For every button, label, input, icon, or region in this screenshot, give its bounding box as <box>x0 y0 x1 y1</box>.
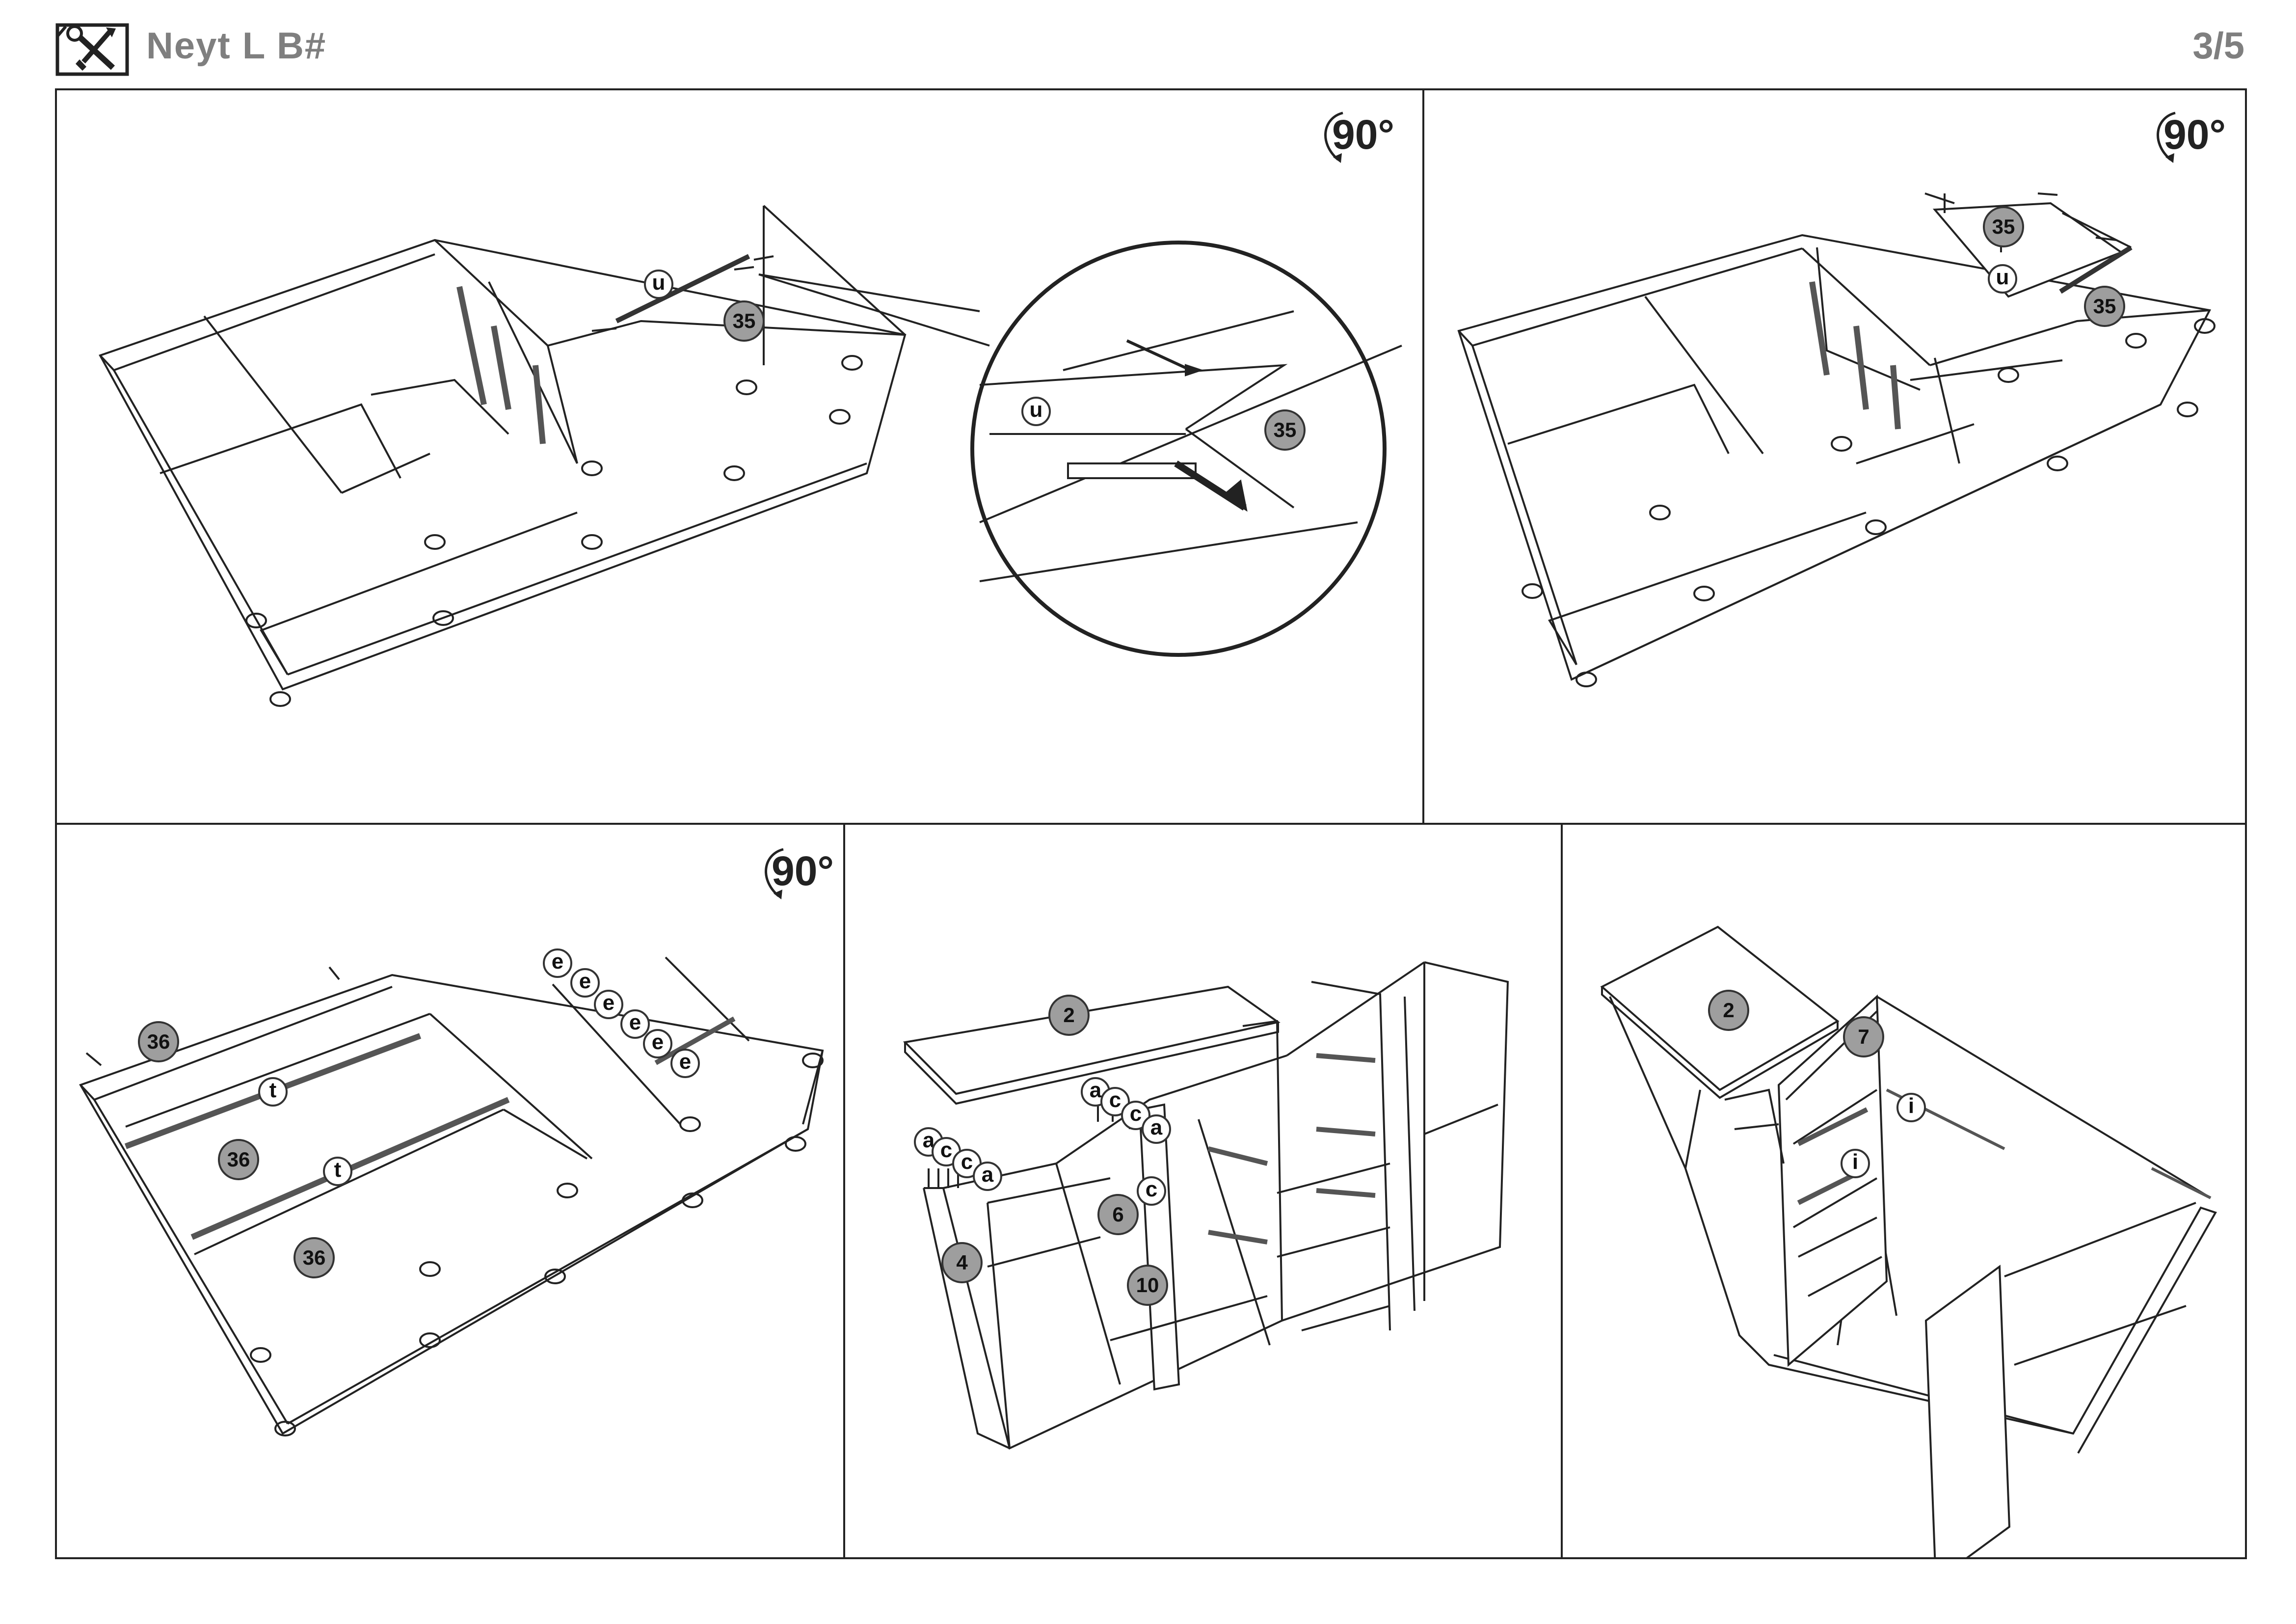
part-label-1: 36 <box>138 1021 179 1062</box>
step5-panel: 2 7 i i <box>1561 823 2247 1559</box>
fitting-label-t1: t <box>258 1077 288 1107</box>
fitting-label-e6: e <box>670 1049 700 1078</box>
fitting-label-e2: e <box>570 968 600 998</box>
step4-drawing <box>903 961 1509 1450</box>
step1-panel: 90° u 35 u 35 <box>55 88 1424 825</box>
rotate-90-icon <box>2157 111 2176 163</box>
fitting-label-e4: e <box>620 1009 650 1039</box>
fitting-label-single-c: c <box>1137 1176 1166 1206</box>
fitting-label-t2: t <box>323 1157 352 1186</box>
step3-panel: 90° 36 36 36 t t e e e e e e <box>55 823 845 1559</box>
rotation-label: 90° <box>1332 111 1395 158</box>
part-label-7: 7 <box>1843 1016 1884 1057</box>
part-label-2: 36 <box>218 1139 259 1180</box>
fitting-label-e5: e <box>643 1029 672 1058</box>
zoom-fitting-label: u <box>1021 397 1051 426</box>
part-label: 35 <box>723 300 765 342</box>
fitting-label-e1: e <box>543 948 572 978</box>
step1-drawing <box>99 205 1402 707</box>
fitting-label-right-a2: a <box>1142 1114 1171 1144</box>
fitting-label-left-c2: c <box>952 1149 982 1178</box>
rotation-label: 90° <box>772 848 834 894</box>
part-label-a: 35 <box>1983 206 2024 247</box>
fitting-label-right-c1: c <box>1100 1087 1130 1116</box>
page-header: Neyt L B# 3/5 <box>0 0 2296 88</box>
part-label-2: 2 <box>1708 990 1749 1031</box>
rotate-90-icon <box>765 848 784 899</box>
page-number: 3/5 <box>2192 25 2244 67</box>
fitting-label-i2: i <box>1841 1149 1870 1178</box>
step3-drawing <box>79 956 824 1436</box>
part-label-10: 10 <box>1127 1265 1168 1306</box>
part-label-b: 35 <box>2084 286 2125 327</box>
document-title: Neyt L B# <box>146 25 327 67</box>
fitting-label-e3: e <box>594 990 623 1019</box>
step2-drawing <box>1457 192 2216 687</box>
part-label-6: 6 <box>1097 1194 1139 1235</box>
rotate-90-icon <box>1324 111 1343 163</box>
part-label-2: 2 <box>1048 995 1090 1036</box>
zoom-part-label: 35 <box>1264 409 1306 451</box>
fitting-label: u <box>644 270 673 299</box>
rotation-label: 90° <box>2163 111 2226 158</box>
part-label-4: 4 <box>941 1242 983 1283</box>
step4-panel: 2 4 6 10 a c c a a c c a c <box>843 823 1563 1559</box>
fitting-label-left-a2: a <box>973 1162 1002 1191</box>
fitting-label-i1: i <box>1896 1093 1926 1122</box>
step5-drawing <box>1600 925 2217 1557</box>
part-label-3: 36 <box>294 1237 335 1278</box>
tools-icon <box>55 23 129 76</box>
step2-panel: 90° 35 u 35 <box>1422 88 2247 825</box>
fitting-label: u <box>1988 264 2017 294</box>
